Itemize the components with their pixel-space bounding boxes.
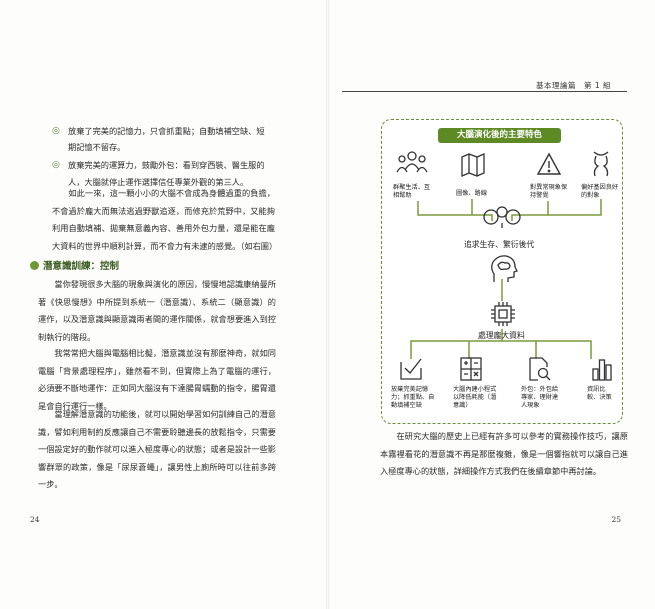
paragraph-text: 我常常把大腦與電腦相比擬，潛意識並沒有那麼神奇，就如同電腦「背景處理程序」，雖然… (38, 348, 276, 411)
diagram-label: 偏好基因良好的對象 (581, 184, 619, 199)
bullet-mark-icon: ◎ (52, 160, 60, 171)
diagram-label: 圖像、路線 (456, 190, 487, 197)
bullet-item: ◎ 放棄了完美的記憶力，只會抓重點；自動填補空缺、短期記憶不留存。 (52, 123, 270, 155)
section-title-text: 潛意識訓練：控制 (43, 261, 120, 272)
diagram-core-label: 處理龐大資料 (478, 331, 525, 340)
head-brain-icon (491, 255, 518, 282)
paragraph: 我常常把大腦與電腦相比擬，潛意識並沒有那麼神奇，就如同電腦「背景處理程序」，雖然… (38, 345, 276, 415)
section-dot-icon (30, 260, 39, 270)
running-header: 基本理論篇 第 1 組 (535, 81, 611, 90)
bullet-text: 放棄完美的運算力，鼓勵外包：看到穿西裝、醫生服的人，大腦就停止運作選擇信任專業外… (68, 160, 265, 187)
diagram-label: 外包：外包給專家、理財達人現象 (521, 386, 559, 409)
diagram-label: 對異常現象保持警覺 (530, 184, 568, 199)
bullet-mark-icon: ◎ (52, 126, 60, 136)
processor-chip-icon (491, 302, 515, 326)
calculator-icon (460, 357, 482, 381)
page-number-right: 25 (611, 515, 621, 524)
paragraph-text: 當理解潛意識的功能後，就可以開始學習如何訓練自己的潛意識，譬如利用制約反應讓自己… (38, 409, 276, 489)
paragraph: 如此一來，這一顆小小的大腦不會成為身體過重的負擔，不會過於龐大而無法逃過野獸追逐… (52, 185, 278, 255)
section-title: 潛意識訓練：控制 (30, 258, 119, 272)
warning-icon (536, 152, 562, 175)
paragraph-text: 如此一來，這一顆小小的大腦不會成為身體過重的負擔，不會過於龐大而無法逃過野獸追逐… (52, 188, 278, 251)
bar-chart-icon (592, 359, 612, 381)
paragraph: 在研究大腦的歷史上已經有許多可以參考的實務操作技巧，讓原本霧裡看花的潛意識不再是… (380, 428, 628, 481)
paragraph: 當你發現很多大腦的現象與演化的原因，慢慢地認識康納曼所著《快思慢想》中所提到系統… (38, 276, 276, 346)
paragraph: 當理解潛意識的功能後，就可以開始學習如何訓練自己的潛意識，譬如利用制約反應讓自己… (38, 406, 276, 494)
diagram-connectors (410, 199, 602, 359)
diagram-label: 資訊比較、決策 (587, 386, 612, 401)
bullet-text: 放棄了完美的記憶力，只會抓重點；自動填補空缺、短期記憶不留存。 (68, 126, 265, 153)
diagram-title: 大腦演化後的主要特色 (438, 128, 561, 143)
bullet-list: ◎ 放棄了完美的記憶力，只會抓重點；自動填補空缺、短期記憶不留存。 ◎ 放棄完美… (52, 123, 270, 192)
diagram-label: 大腦內建小程式以降低耗能（潛意識） (453, 386, 497, 409)
bullet-item: ◎ 放棄完美的運算力，鼓勵外包：看到穿西裝、醫生服的人，大腦就停止運作選擇信任專… (52, 157, 270, 189)
header-rule (342, 91, 627, 93)
paragraph-text: 在研究大腦的歷史上已經有許多可以參考的實務操作技巧，讓原本霧裡看花的潛意識不再是… (380, 431, 628, 476)
book-gutter (326, 0, 329, 609)
diagram-core-label: 追求生存、繁衍後代 (464, 240, 535, 249)
diagram-label: 放棄完美記憶力；抓重點、自動填補空缺 (391, 386, 435, 409)
diagram-label: 群聚生活、互相幫助 (393, 184, 431, 199)
checklist-icon (400, 358, 422, 380)
paragraph-text: 當你發現很多大腦的現象與演化的原因，慢慢地認識康納曼所著《快思慢想》中所提到系統… (38, 279, 276, 342)
family-icon (483, 206, 521, 228)
document-search-icon (529, 357, 551, 381)
map-route-icon (461, 153, 485, 177)
figure-silhouette-icon (593, 151, 609, 177)
people-group-icon (396, 151, 428, 173)
page-number-left: 24 (30, 515, 40, 524)
